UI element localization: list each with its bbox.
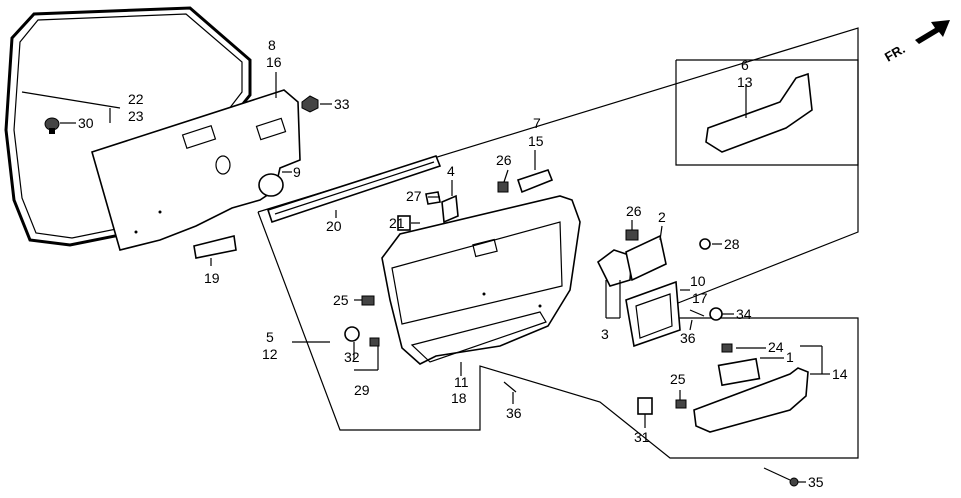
screw-26-upper — [497, 181, 509, 193]
label-20: 20 — [326, 218, 342, 234]
label-28: 28 — [724, 236, 740, 252]
window-sash-molding-20 — [266, 155, 442, 224]
label-1: 1 — [786, 349, 794, 365]
inside-handle-assembly — [596, 234, 681, 348]
switch-bezel-4 — [441, 194, 459, 224]
clip-21 — [397, 215, 411, 231]
label-25-right: 25 — [670, 371, 686, 387]
label-26-right: 26 — [626, 203, 642, 219]
armrest-box-outline — [675, 59, 859, 166]
clip-33 — [301, 95, 319, 113]
pull-handle-14 — [693, 367, 809, 433]
pad-19 — [193, 235, 237, 259]
label-8: 8 — [268, 37, 276, 53]
screw-36-right — [689, 309, 705, 317]
label-5: 5 — [266, 329, 274, 345]
label-11: 11 — [454, 374, 469, 390]
assembly-outline — [257, 27, 859, 459]
front-direction-arrow: FR. — [882, 20, 950, 65]
front-arrow-icon — [915, 20, 950, 44]
switch-1 — [717, 357, 761, 387]
label-30: 30 — [78, 115, 94, 131]
label-21: 21 — [389, 215, 405, 231]
clip-28 — [699, 238, 711, 250]
label-9: 9 — [293, 164, 301, 180]
label-10: 10 — [690, 273, 706, 289]
label-14: 14 — [832, 366, 848, 382]
door-hole-seal — [91, 89, 301, 251]
clip-31 — [637, 397, 653, 415]
leader-lines — [21, 72, 830, 483]
label-3: 3 — [601, 326, 609, 342]
part-number-labels: 22 23 30 8 16 33 9 19 20 7 15 4 26 27 21… — [78, 37, 848, 490]
cap-34 — [709, 307, 723, 321]
screw-36-lower — [503, 381, 517, 393]
label-12: 12 — [262, 346, 278, 362]
label-4: 4 — [447, 163, 455, 179]
front-direction-label: FR. — [882, 41, 908, 64]
label-17: 17 — [692, 290, 708, 306]
label-31: 31 — [634, 429, 650, 445]
label-22: 22 — [128, 91, 144, 107]
label-34: 34 — [736, 306, 752, 322]
label-33: 33 — [334, 96, 350, 112]
label-23: 23 — [128, 108, 144, 124]
label-16: 16 — [266, 54, 282, 70]
label-19: 19 — [204, 270, 220, 286]
label-13: 13 — [737, 74, 753, 90]
door-lining-panel — [381, 195, 581, 365]
clip-25-right — [675, 399, 687, 409]
label-25-left: 25 — [333, 292, 349, 308]
power-window-switch-15 — [516, 169, 554, 194]
label-26-upper: 26 — [496, 152, 512, 168]
label-35: 35 — [808, 474, 824, 490]
label-27: 27 — [406, 188, 422, 204]
label-24: 24 — [768, 339, 784, 355]
clip-30 — [44, 117, 60, 134]
label-36-right: 36 — [680, 330, 696, 346]
label-15: 15 — [528, 133, 544, 149]
label-32: 32 — [344, 349, 360, 365]
screw-35 — [763, 467, 799, 487]
label-29: 29 — [354, 382, 370, 398]
label-18: 18 — [451, 390, 467, 406]
armrest-6 — [705, 72, 813, 153]
screw-29 — [369, 337, 380, 347]
screw-26-right — [625, 229, 639, 241]
screw-24 — [721, 343, 733, 353]
label-36-lower: 36 — [506, 405, 522, 421]
label-2: 2 — [658, 209, 666, 225]
clip-27 — [425, 191, 441, 205]
grommet-9 — [258, 173, 284, 197]
label-6: 6 — [741, 57, 749, 73]
label-7: 7 — [533, 115, 541, 131]
clip-25-left — [361, 295, 375, 306]
clip-32 — [344, 326, 360, 342]
